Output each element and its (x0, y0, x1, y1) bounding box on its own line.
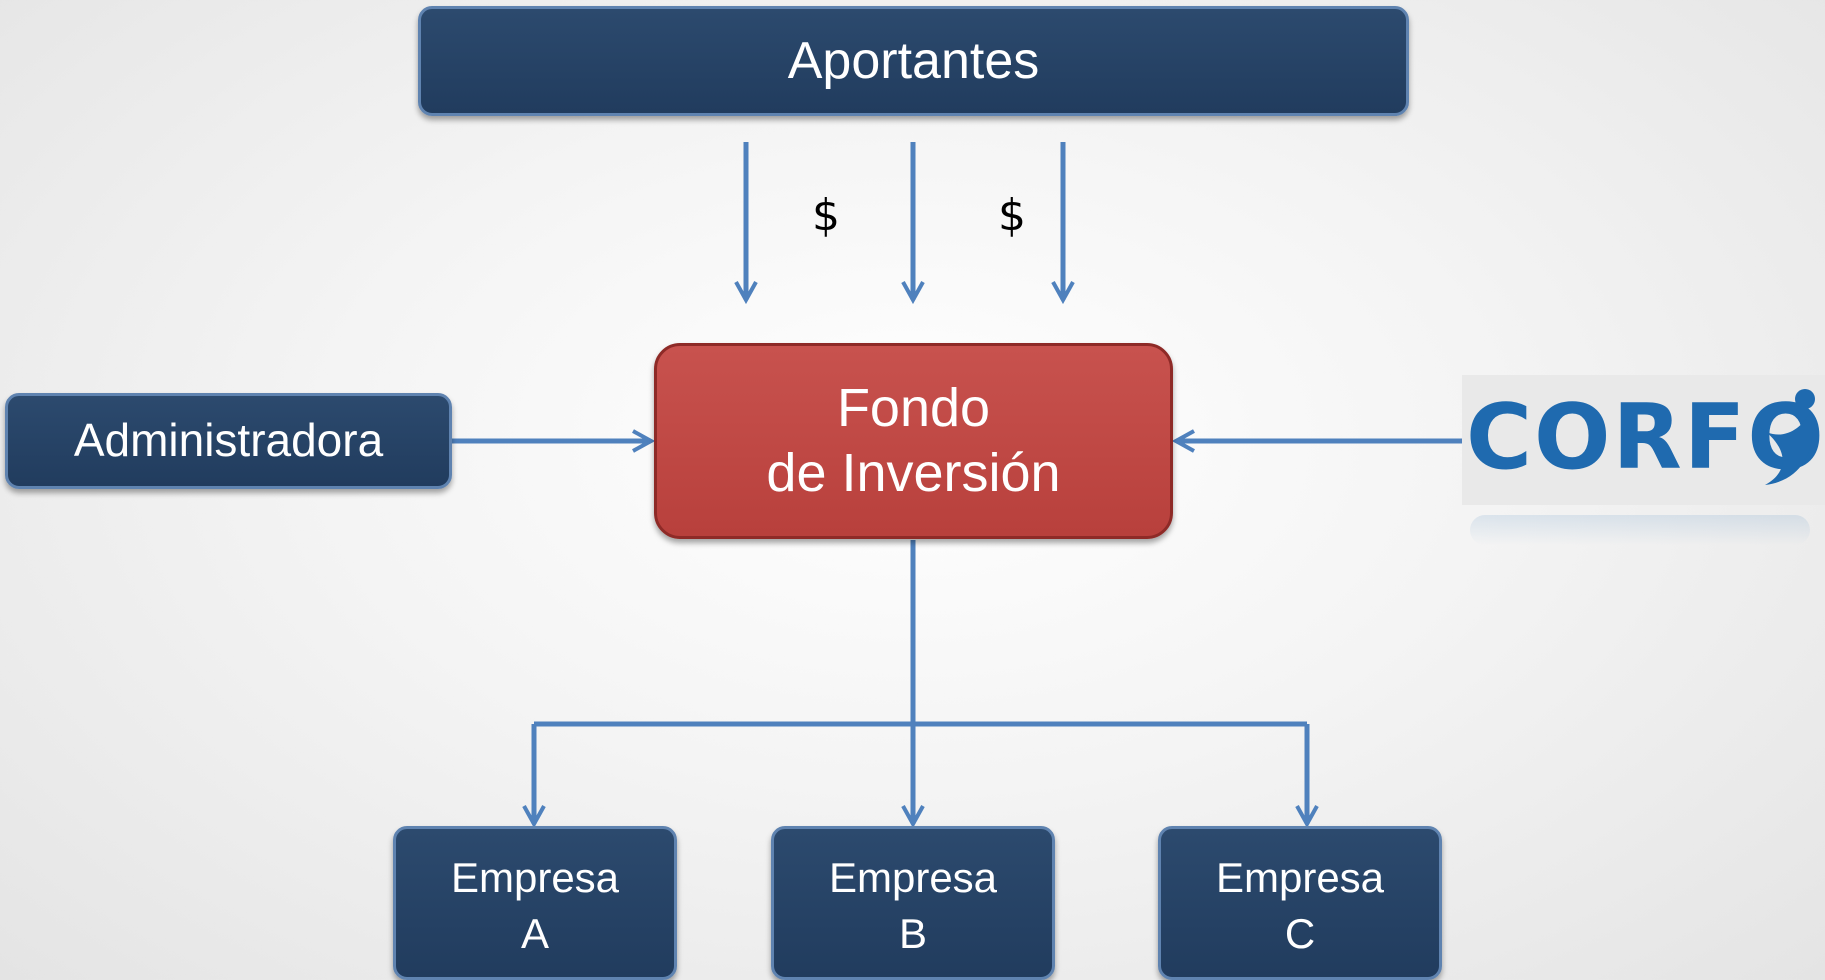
corfo-figure-icon (1757, 389, 1815, 485)
company-c-box: Empresa C (1158, 826, 1442, 980)
company-c-line2: C (1284, 910, 1316, 958)
flow-symbol-2: $ (998, 190, 1026, 241)
contributors-box: Aportantes (418, 6, 1409, 116)
administrator-box: Administradora (5, 393, 452, 489)
corfo-logo-reflection (1470, 515, 1810, 545)
flow-symbol-1: $ (812, 190, 840, 241)
contributors-label: Aportantes (787, 31, 1040, 90)
fund-label-line2: de Inversión (766, 443, 1061, 503)
company-a-line1: Empresa (450, 854, 620, 901)
administrator-label: Administradora (73, 414, 384, 467)
company-b-line1: Empresa (828, 854, 998, 901)
company-a-line2: A (520, 910, 549, 958)
corfo-logo-text: CORFO (1466, 385, 1825, 490)
corfo-logo: CORFO (1462, 375, 1825, 505)
company-b-box: Empresa B (771, 826, 1055, 980)
investment-fund-box: Fondo de Inversión (654, 343, 1173, 539)
fund-label-line1: Fondo (836, 378, 991, 439)
company-b-line2: B (898, 910, 927, 958)
company-a-box: Empresa A (393, 826, 677, 980)
company-c-line1: Empresa (1215, 854, 1385, 901)
